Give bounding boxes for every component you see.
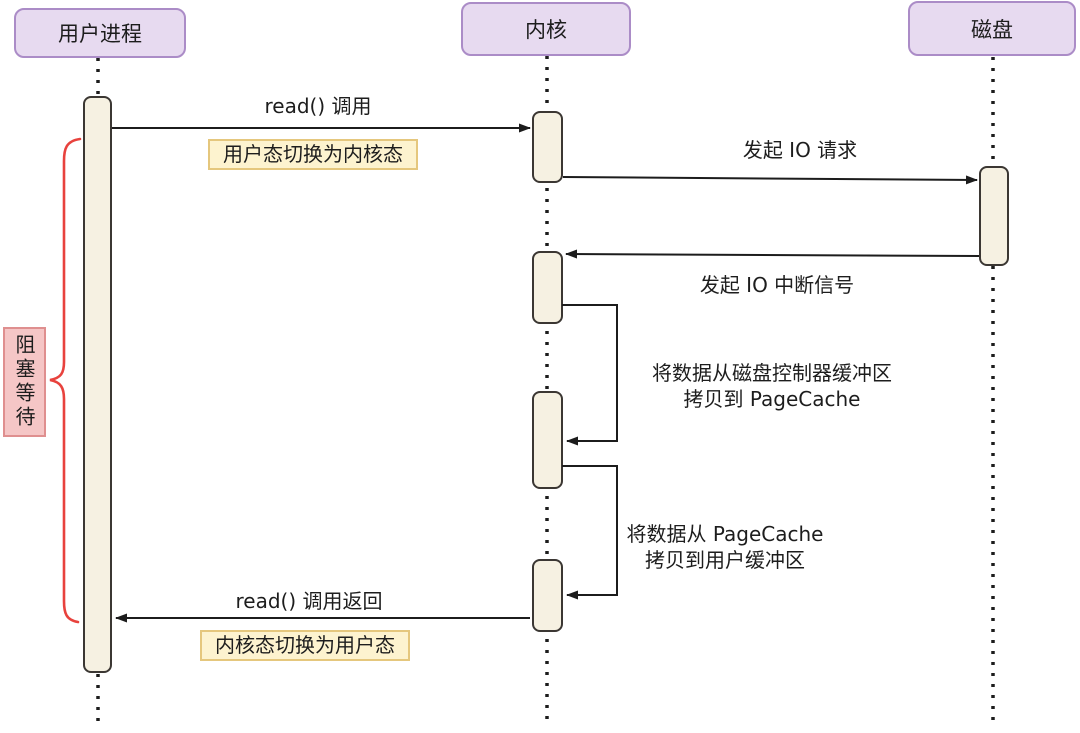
- label-read-call: read() 调用: [264, 94, 372, 118]
- actor-kernel: 内核: [461, 2, 631, 56]
- activation-kernel-1: [532, 111, 563, 183]
- selfloop-copy-to-userbuffer: [562, 465, 618, 600]
- actor-disk: 磁盘: [908, 1, 1076, 56]
- activation-disk: [979, 166, 1009, 266]
- note-kernel-to-user-mode: 内核态切换为用户态: [200, 630, 410, 661]
- activation-kernel-2: [532, 251, 563, 324]
- label-read-return: read() 调用返回: [235, 589, 383, 613]
- activation-kernel-4: [532, 559, 563, 632]
- label-io-request: 发起 IO 请求: [742, 138, 858, 162]
- activation-kernel-3: [532, 391, 563, 489]
- label-io-interrupt: 发起 IO 中断信号: [699, 273, 855, 297]
- arrow-io-request: [562, 175, 978, 185]
- label-copy-disk-to-pagecache: 将数据从磁盘控制器缓冲区 拷贝到 PageCache: [652, 361, 892, 411]
- label-copy-pagecache-to-user: 将数据从 PageCache 拷贝到用户缓冲区: [626, 522, 824, 572]
- selfloop-copy-to-pagecache: [562, 304, 618, 446]
- note-user-to-kernel-mode: 用户态切换为内核态: [208, 139, 418, 170]
- blocking-wait-brace: [49, 137, 82, 624]
- actor-user-process: 用户进程: [14, 8, 186, 58]
- arrow-io-interrupt: [565, 249, 980, 259]
- activation-user-process: [83, 96, 112, 673]
- blocking-wait-label: 阻塞等待: [3, 327, 46, 437]
